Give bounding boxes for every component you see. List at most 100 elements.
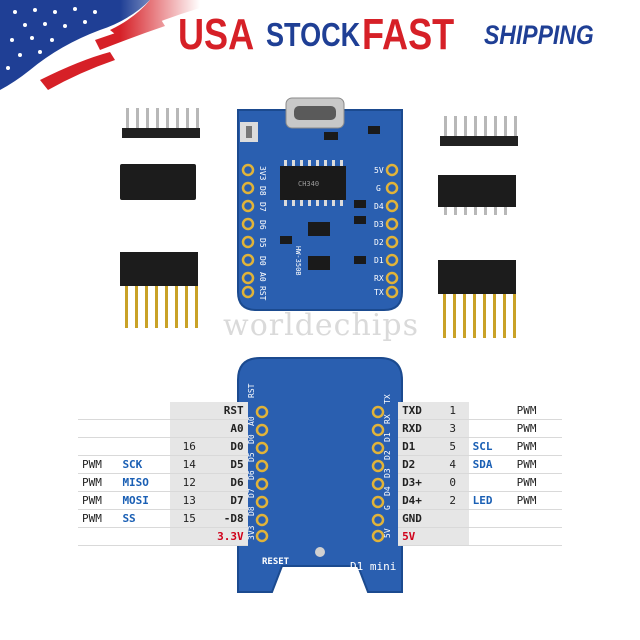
- bottom-pin-label: G: [383, 505, 392, 510]
- top-pin-label: 3V3: [258, 166, 267, 181]
- bottom-pin-label: 3V3: [247, 525, 256, 540]
- female-header-long-left: [120, 252, 198, 328]
- female-header-long-right: [438, 260, 516, 338]
- right-pwm-cell: PWM: [512, 455, 562, 474]
- bottom-pin-label: TX: [383, 394, 392, 404]
- right-pwm-cell: PWM: [512, 437, 562, 456]
- right-pin-name-cell: RXD: [398, 419, 437, 438]
- top-pin-label: TX: [374, 288, 384, 297]
- top-pin-label: 5V: [374, 166, 384, 175]
- right-function-cell: [468, 509, 513, 528]
- right-pwm-cell: PWM: [512, 473, 562, 492]
- banner-stock: STOCK: [266, 16, 361, 53]
- banner-fast: FAST: [362, 10, 455, 59]
- top-left-pin-labels: 3V3 D8 D7 D6 D5 D0 A0 RST: [258, 166, 267, 301]
- left-gpio-cell: 16: [170, 437, 209, 456]
- bottom-pin-label: D7: [247, 488, 256, 498]
- right-function-cell: LED: [468, 491, 513, 510]
- bottom-pin-label: D8: [247, 506, 256, 516]
- left-pin-name-cell: 3.3V: [208, 527, 248, 546]
- male-header-right: [440, 116, 518, 146]
- top-pin-label: D6: [258, 220, 267, 230]
- right-pwm-cell: PWM: [512, 419, 562, 438]
- board-bottom-view: RST A0 D0 D5 D6 D7 D8 3V3 TX RX D1 D2 D3…: [237, 357, 403, 593]
- top-pin-label: G: [376, 184, 381, 193]
- right-gpio-cell: 2: [436, 491, 469, 510]
- left-pwm-cell: [78, 419, 119, 438]
- table-gap-cell: [248, 528, 398, 546]
- left-function-cell: SCK: [118, 455, 171, 474]
- right-function-cell: [468, 419, 513, 438]
- left-pin-name-cell: RST: [208, 402, 248, 420]
- table-gap-cell: [248, 402, 398, 420]
- right-gpio-cell: [436, 509, 469, 528]
- left-gpio-cell: [170, 527, 209, 546]
- right-pwm-cell: [512, 527, 562, 546]
- watermark: worldechips: [223, 308, 419, 343]
- left-pwm-cell: PWM: [78, 509, 119, 528]
- right-function-cell: [468, 402, 513, 420]
- bottom-pin-label: RX: [383, 414, 392, 424]
- right-pwm-cell: [512, 509, 562, 528]
- model-label: D1 mini: [350, 560, 396, 573]
- right-pin-name-cell: GND: [398, 509, 437, 528]
- right-gpio-cell: 1: [436, 402, 469, 420]
- bottom-pin-label: D5: [247, 452, 256, 462]
- table-gap-cell: [248, 474, 398, 492]
- table-gap-cell: [248, 456, 398, 474]
- right-pin-name-cell: TXD: [398, 402, 437, 420]
- left-pin-name-cell: D0: [208, 437, 248, 456]
- table-gap-cell: [248, 492, 398, 510]
- right-gpio-cell: [436, 527, 469, 546]
- bottom-pin-label: A0: [247, 416, 256, 426]
- right-pin-name-cell: D3+: [398, 473, 437, 492]
- right-gpio-cell: 0: [436, 473, 469, 492]
- silk-label: HW-350B: [294, 246, 302, 276]
- right-gpio-cell: 4: [436, 455, 469, 474]
- left-pin-name-cell: D5: [208, 455, 248, 474]
- left-gpio-cell: 15: [170, 509, 209, 528]
- banner-text: USA STOCK FAST SHIPPING: [178, 0, 613, 70]
- pin-table-row: 3.3V 5V: [78, 527, 562, 546]
- left-pwm-cell: [78, 437, 119, 456]
- left-function-cell: [118, 402, 171, 420]
- chip-label: CH340: [298, 180, 319, 188]
- left-gpio-cell: 14: [170, 455, 209, 474]
- left-gpio-cell: [170, 402, 209, 420]
- female-header-short-right: [438, 175, 516, 215]
- top-pin-label: D1: [374, 256, 384, 265]
- bottom-left-pin-labels: RST A0 D0 D5 D6 D7 D8 3V3: [247, 383, 256, 540]
- bottom-pin-label: RST: [247, 383, 256, 398]
- table-gap-cell: [248, 510, 398, 528]
- bottom-pin-label: D0: [247, 434, 256, 444]
- right-pwm-cell: PWM: [512, 402, 562, 420]
- table-gap-cell: [248, 420, 398, 438]
- right-function-cell: SCL: [468, 437, 513, 456]
- top-pin-label: RX: [374, 274, 384, 283]
- reset-label: RESET: [262, 557, 290, 567]
- female-header-short-left: [120, 164, 196, 200]
- banner-usa: USA: [178, 10, 255, 59]
- left-pwm-cell: [78, 402, 119, 420]
- table-gap-cell: [248, 438, 398, 456]
- left-function-cell: MISO: [118, 473, 171, 492]
- flag-graphic: [0, 0, 200, 95]
- right-pin-name-cell: D1: [398, 437, 437, 456]
- top-pin-label: A0: [258, 272, 267, 282]
- bottom-pin-label: 5V: [383, 528, 392, 538]
- right-pin-name-cell: 5V: [398, 527, 437, 546]
- left-function-cell: SS: [118, 509, 171, 528]
- top-right-pin-labels: 5V G D4 D3 D2 D1 RX TX: [374, 166, 384, 297]
- top-pin-label: D4: [374, 202, 384, 211]
- right-gpio-cell: 3: [436, 419, 469, 438]
- top-pin-label: D5: [258, 238, 267, 248]
- bottom-pin-label: D2: [383, 450, 392, 460]
- left-function-cell: [118, 437, 171, 456]
- top-pin-label: D3: [374, 220, 384, 229]
- left-gpio-cell: 13: [170, 491, 209, 510]
